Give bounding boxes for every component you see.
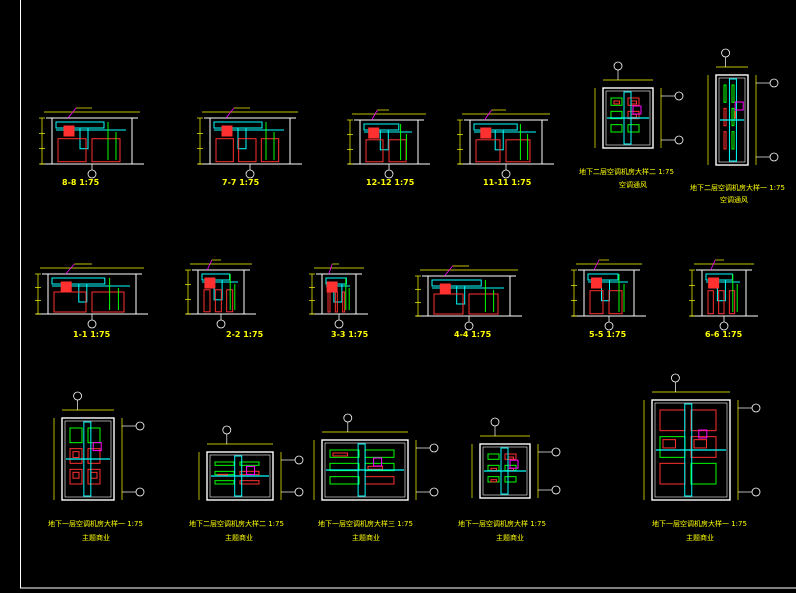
view-section-6-6 bbox=[689, 259, 758, 331]
view-section-2-2 bbox=[185, 259, 256, 329]
view-plan-b1-2 bbox=[198, 425, 304, 501]
view-title-plan-b2-core2: 地下二层空调机房大样二 1:75 bbox=[579, 167, 674, 176]
view-title-section-11-11: 11-11 1:75 bbox=[483, 178, 532, 187]
view-title-section-2-2: 2-2 1:75 bbox=[226, 330, 264, 339]
view-section-12-12 bbox=[347, 109, 430, 179]
view-title-section-4-4: 4-4 1:75 bbox=[454, 330, 492, 339]
view-title-section-7-7: 7-7 1:75 bbox=[222, 178, 260, 187]
view-plan-b1-4 bbox=[471, 417, 561, 499]
view-title-section-5-5: 5-5 1:75 bbox=[589, 330, 627, 339]
view-title-section-3-3: 3-3 1:75 bbox=[331, 330, 369, 339]
view-section-3-3 bbox=[309, 263, 368, 329]
view-section-8-8 bbox=[39, 107, 144, 179]
view-title-section-12-12: 12-12 1:75 bbox=[366, 178, 415, 187]
view-section-5-5 bbox=[571, 259, 646, 331]
view-title-plan-b1-1: 地下一层空调机房大样一 1:75 bbox=[48, 519, 143, 528]
view-section-4-4 bbox=[415, 265, 522, 331]
view-subtitle-plan-b1-1: 主题商业 bbox=[82, 533, 110, 542]
view-subtitle-plan-b1-5: 主题商业 bbox=[686, 533, 714, 542]
view-plan-b1-1 bbox=[53, 391, 145, 501]
view-title-section-1-1: 1-1 1:75 bbox=[73, 330, 111, 339]
view-title-section-6-6: 6-6 1:75 bbox=[705, 330, 743, 339]
view-title-plan-b1-4: 地下一层空调机房大样 1:75 bbox=[458, 519, 546, 528]
view-subtitle-plan-b1-3: 主题商业 bbox=[352, 533, 380, 542]
view-plan-b1-3 bbox=[313, 413, 439, 501]
view-section-7-7 bbox=[197, 107, 302, 179]
titles-layer: 8-8 1:75 7-7 1:75 12-12 1:75 11-11 1:75 … bbox=[48, 167, 785, 542]
view-subtitle-plan-b2-core1: 空调通风 bbox=[720, 195, 748, 204]
view-subtitle-plan-b1-2: 主题商业 bbox=[225, 533, 253, 542]
view-plan-b2-core2 bbox=[594, 61, 684, 149]
view-title-section-8-8: 8-8 1:75 bbox=[62, 178, 100, 187]
view-title-plan-b2-core1: 地下二层空调机房大样一 1:75 bbox=[690, 183, 785, 192]
view-title-plan-b1-2: 地下二层空调机房大样二 1:75 bbox=[189, 519, 284, 528]
view-plan-b2-core1 bbox=[707, 48, 779, 166]
sheet-border bbox=[20, 0, 796, 589]
view-title-plan-b1-5: 地下一层空调机房大样一 1:75 bbox=[652, 519, 747, 528]
view-plan-b1-5 bbox=[643, 373, 761, 501]
view-subtitle-plan-b1-4: 主题商业 bbox=[496, 533, 524, 542]
view-section-11-11 bbox=[457, 109, 554, 179]
view-title-plan-b1-3: 地下一层空调机房大样三 1:75 bbox=[318, 519, 413, 528]
view-subtitle-plan-b2-core2: 空调通风 bbox=[619, 180, 647, 189]
view-section-1-1 bbox=[35, 263, 148, 329]
views-layer bbox=[35, 48, 779, 501]
